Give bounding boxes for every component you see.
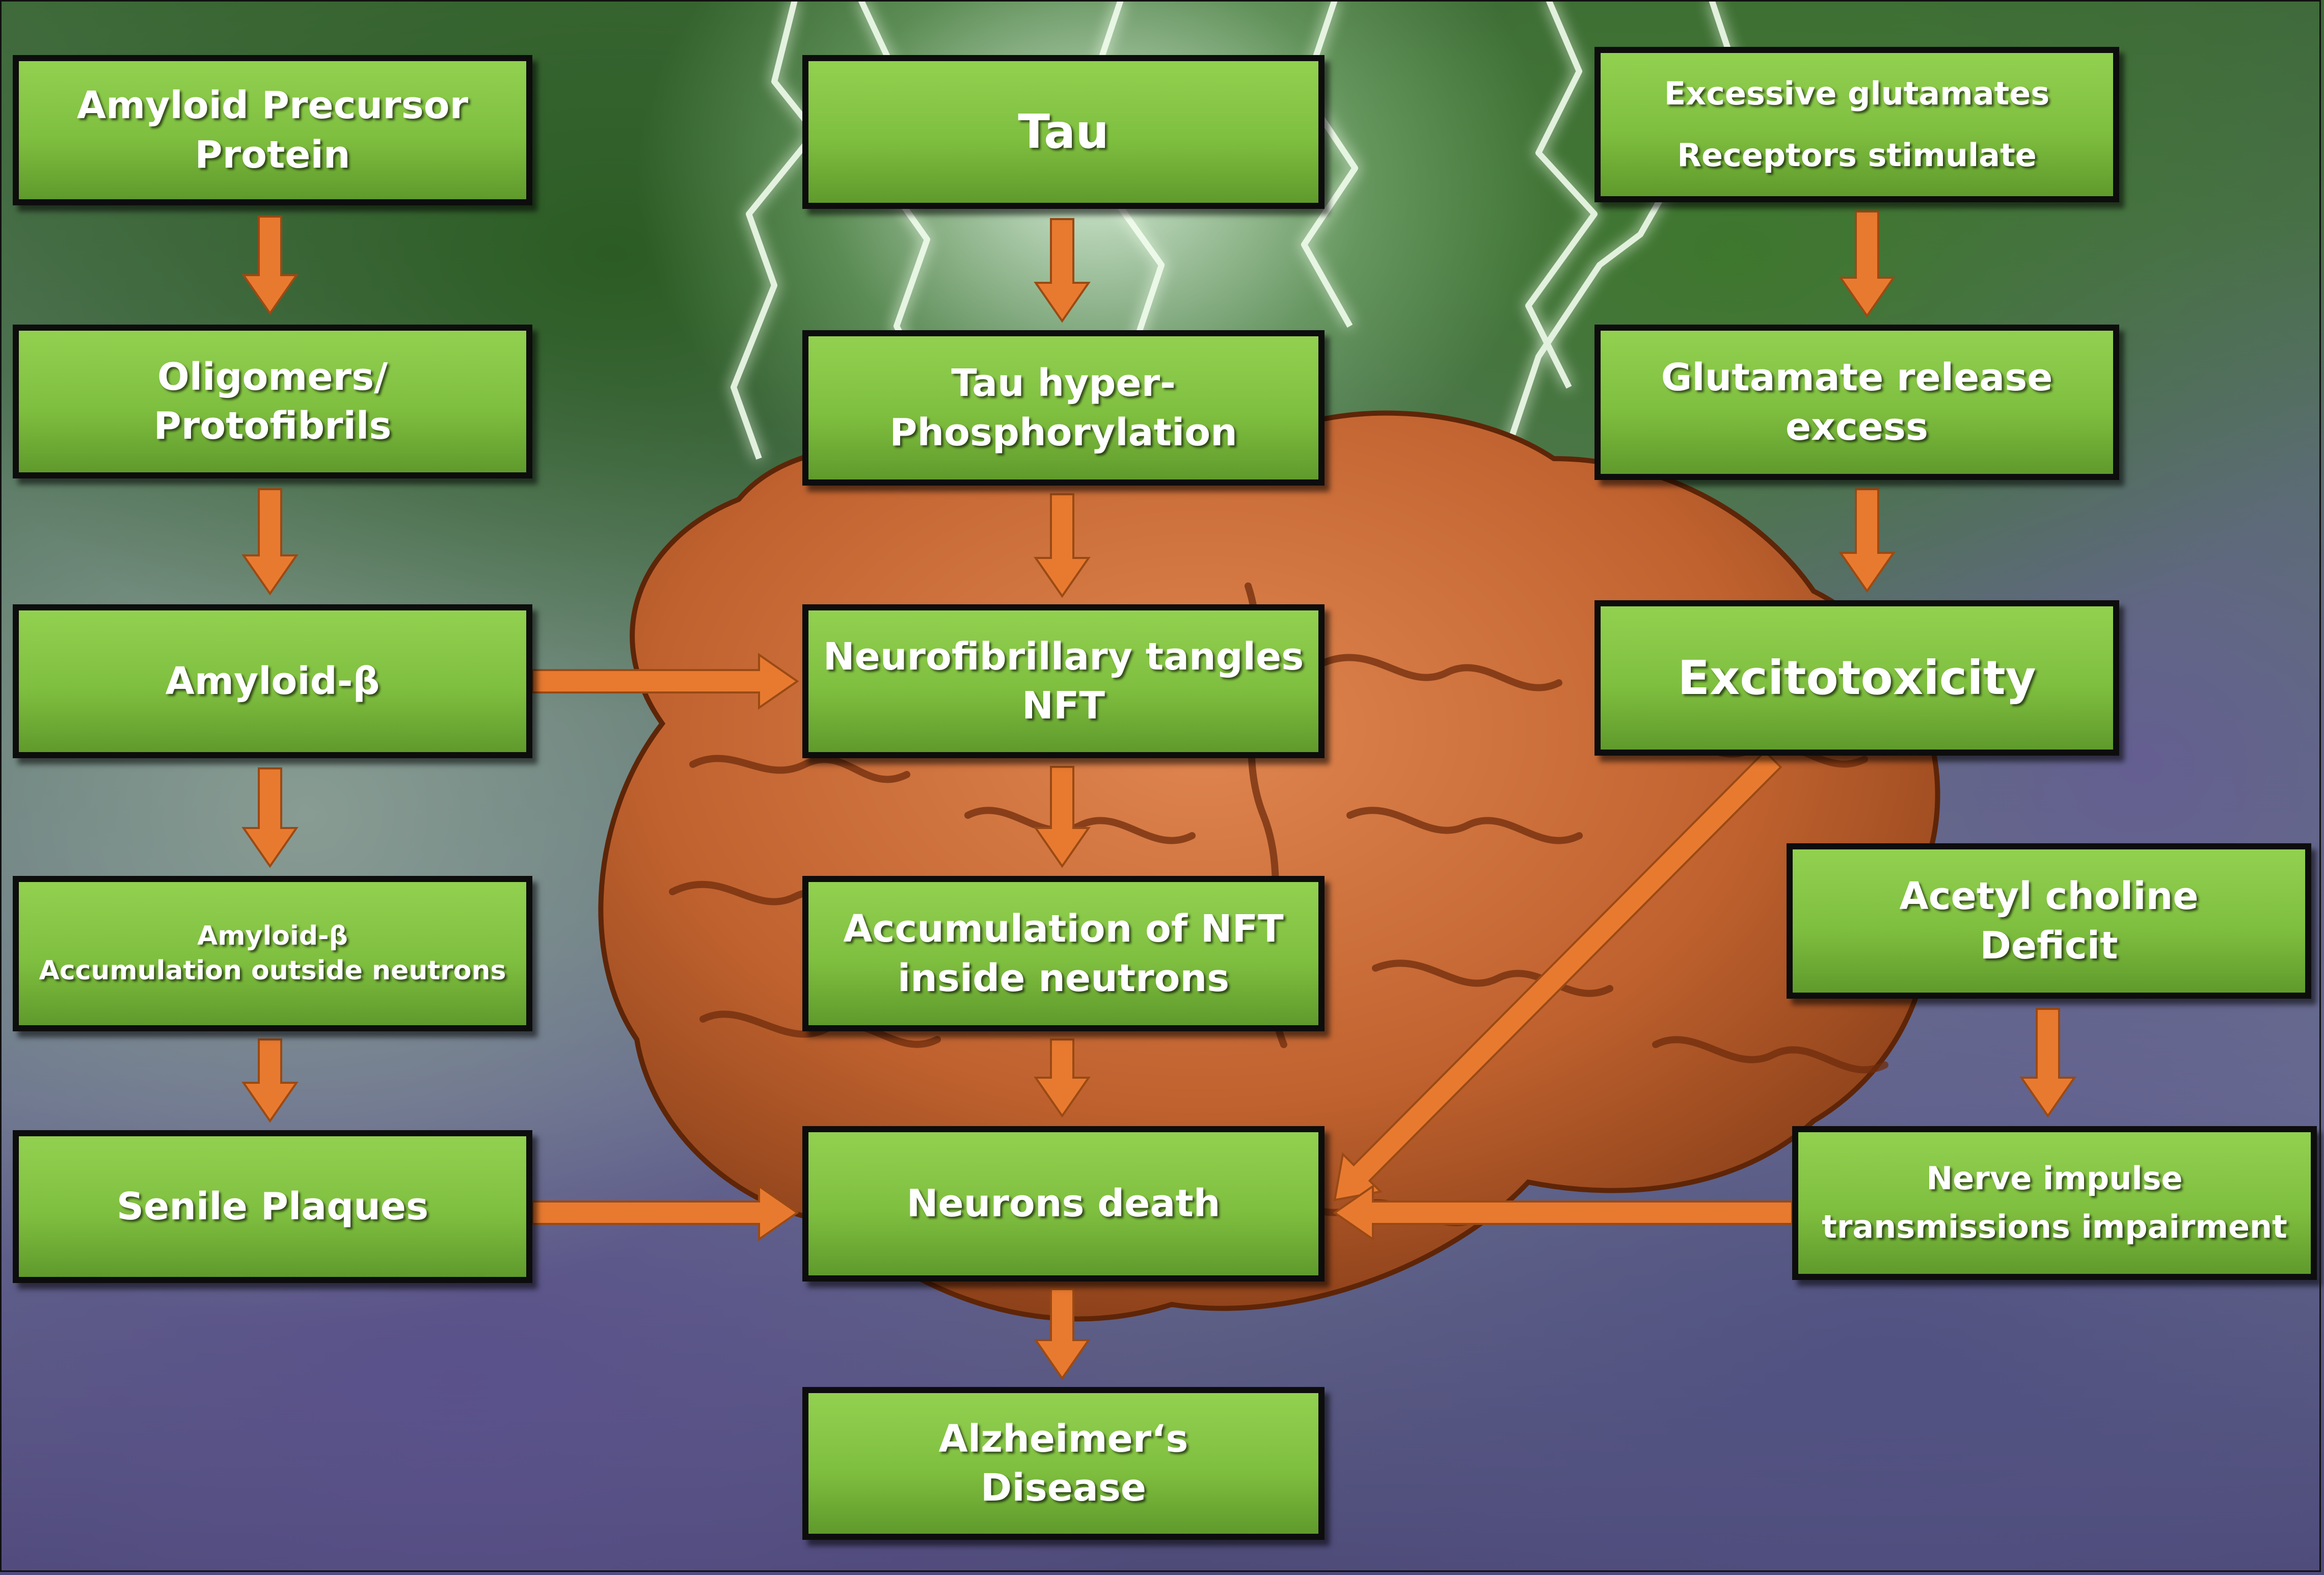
node-tau-hyper-line-1: Tau hyper- xyxy=(951,361,1176,406)
node-senile-plaques: Senile Plaques xyxy=(13,1130,532,1283)
node-amyloid-precursor-protein: Amyloid Precursor Protein xyxy=(13,55,532,205)
node-excitotoxicity: Excitotoxicity xyxy=(1595,600,2119,756)
node-tau: Tau xyxy=(802,55,1325,209)
node-neurofibrillary-tangles: Neurofibrillary tangles NFT xyxy=(802,604,1325,758)
node-glutamates-line-1: Excessive glutamates xyxy=(1664,74,2050,112)
arrow-glutamates-to-glutamate-release xyxy=(1839,210,1896,318)
arrow-glutamate-release-to-excitotoxicity xyxy=(1839,488,1896,593)
node-acetyl-choline-deficit: Acetyl choline Deficit xyxy=(1787,843,2311,999)
node-neurons-death: Neurons death xyxy=(802,1126,1325,1282)
arrow-nerve-impulse-to-neurons-death xyxy=(1333,1184,1793,1241)
node-senile-plaques-line-1: Senile Plaques xyxy=(116,1184,429,1229)
arrow-nft-accumulation-to-neurons-death xyxy=(1034,1038,1091,1118)
node-glutamate-release-excess: Glutamate release excess xyxy=(1595,325,2119,480)
node-ab-accumulation-line-2: Accumulation outside neutrons xyxy=(39,955,506,986)
node-ab-accumulation-line-1: Amyloid-β xyxy=(197,920,348,951)
node-oligomers-line-1: Oligomers/ xyxy=(157,355,388,399)
arrow-ab-accumulation-to-senile-plaques xyxy=(241,767,299,868)
node-excitotoxicity-line-1: Excitotoxicity xyxy=(1678,650,2036,705)
node-alzheimers-line-1: Alzheimer‘s xyxy=(938,1417,1188,1461)
node-oligomers-protofibrils: Oligomers/ Protofibrils xyxy=(13,325,532,478)
node-excessive-glutamates: Excessive glutamates Receptors stimulate xyxy=(1595,47,2119,202)
node-alzheimers-line-2: Disease xyxy=(980,1466,1147,1510)
node-tau-line-1: Tau xyxy=(1018,104,1109,159)
node-amyloid-beta-line-1: Amyloid-β xyxy=(165,659,380,703)
node-tau-hyper-line-2: Phosphorylation xyxy=(889,410,1237,455)
node-amyloid-beta-accumulation: Amyloid-β Accumulation outside neutrons xyxy=(13,876,532,1031)
arrow-amyloid-beta-to-ab-accumulation xyxy=(531,653,799,710)
node-amyloid-beta: Amyloid-β xyxy=(13,604,532,758)
node-nft-line-2: NFT xyxy=(1022,684,1105,728)
node-amyloid-precursor-protein-line-2: Protein xyxy=(195,132,350,177)
node-nft-accumulation-line-2: inside neutrons xyxy=(897,956,1230,1000)
node-neurons-death-line-1: Neurons death xyxy=(906,1182,1221,1226)
node-ach-deficit-line-2: Deficit xyxy=(1980,923,2118,968)
node-ach-deficit-line-1: Acetyl choline xyxy=(1899,874,2199,919)
arrow-tau-to-tau-hyper xyxy=(1034,218,1091,323)
node-nerve-impulse-impairment: Nerve impulse transmissions impairment xyxy=(1792,1126,2317,1280)
node-tau-hyperphosphorylation: Tau hyper- Phosphorylation xyxy=(802,330,1325,486)
node-accumulation-of-nft: Accumulation of NFT inside neutrons xyxy=(802,876,1325,1031)
arrow-amyloid-beta-to-nft xyxy=(241,1038,299,1123)
node-glutamate-release-line-1: Glutamate release xyxy=(1661,356,2053,400)
node-nft-accumulation-line-1: Accumulation of NFT xyxy=(843,907,1284,951)
arrow-nft-to-nft-accumulation xyxy=(1034,766,1091,868)
arrow-ach-deficit-to-nerve-impulse xyxy=(2019,1008,2076,1118)
node-amyloid-precursor-protein-line-1: Amyloid Precursor xyxy=(76,84,469,128)
arrow-neurons-death-to-alzheimers xyxy=(1034,1288,1091,1380)
node-glutamates-line-2: Receptors stimulate xyxy=(1677,136,2037,174)
node-alzheimers-disease: Alzheimer‘s Disease xyxy=(802,1387,1325,1540)
node-oligomers-line-2: Protofibrils xyxy=(153,404,392,448)
node-nerve-impulse-line-1: Nerve impulse xyxy=(1926,1160,2183,1197)
arrow-app-to-oligomers xyxy=(241,216,299,315)
arrow-oligomers-to-amyloid-beta xyxy=(241,488,299,596)
arrow-senile-plaques-to-neurons-death xyxy=(531,1184,799,1241)
node-glutamate-release-line-2: excess xyxy=(1785,405,1929,449)
node-nft-line-1: Neurofibrillary tangles xyxy=(823,634,1304,679)
node-nerve-impulse-line-2: transmissions impairment xyxy=(1822,1208,2287,1245)
arrow-tau-hyper-to-nft xyxy=(1034,493,1091,598)
